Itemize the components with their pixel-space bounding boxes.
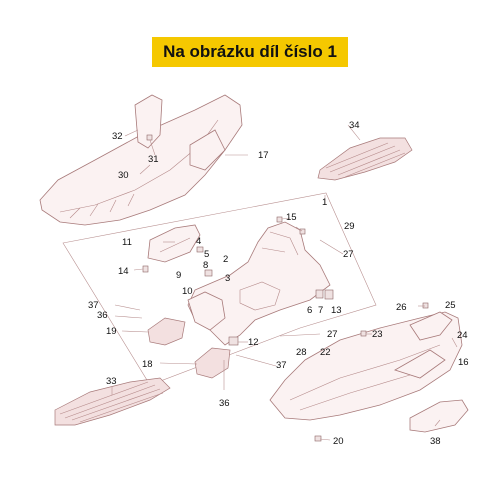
callout-1: 1: [322, 197, 327, 208]
callout-6: 6: [307, 305, 312, 316]
part-26-nut[interactable]: [422, 302, 429, 309]
callout-3: 3: [225, 273, 230, 284]
callout-12: 12: [248, 337, 259, 348]
callout-17: 17: [258, 150, 269, 161]
callout-36b: 36: [219, 398, 230, 409]
part-11-pad[interactable]: [147, 224, 201, 263]
callout-23: 23: [372, 329, 383, 340]
part-14-screw[interactable]: [142, 265, 149, 273]
callout-30: 30: [118, 170, 129, 181]
callout-27b: 27: [327, 329, 338, 340]
callout-9: 9: [176, 270, 181, 281]
part-8-clip[interactable]: [204, 269, 213, 277]
callout-15: 15: [286, 212, 297, 223]
callout-37b: 37: [276, 360, 287, 371]
callout-8: 8: [203, 260, 208, 271]
part-18-grip-pad[interactable]: [194, 347, 231, 379]
part-17-front-shield[interactable]: [39, 94, 243, 226]
part-29-clip[interactable]: [299, 228, 306, 235]
part-23-clip[interactable]: [360, 330, 367, 337]
callout-4: 4: [196, 236, 201, 247]
leader-lines: [111, 124, 458, 441]
callout-13: 13: [331, 305, 342, 316]
part-19-grip-pad[interactable]: [147, 317, 186, 346]
callout-11: 11: [122, 237, 132, 248]
callout-2: 2: [223, 254, 228, 265]
callout-18: 18: [142, 359, 153, 370]
callout-37: 37: [88, 300, 99, 311]
part-6-bracket[interactable]: [315, 289, 324, 299]
part-34-mat-right[interactable]: [317, 137, 413, 181]
callout-38: 38: [430, 436, 441, 447]
callout-31: 31: [148, 154, 159, 165]
banner-title: Na obrázku díl číslo 1: [163, 42, 337, 61]
callout-7: 7: [318, 305, 323, 316]
part-31-clip[interactable]: [146, 134, 153, 141]
callout-36: 36: [97, 310, 108, 321]
callout-26: 26: [396, 302, 407, 313]
callout-34: 34: [349, 120, 360, 131]
callout-32: 32: [112, 131, 123, 142]
part-20-clip[interactable]: [314, 435, 322, 442]
callout-10: 10: [182, 286, 193, 297]
part-38-cover[interactable]: [409, 399, 469, 433]
callout-19: 19: [106, 326, 117, 337]
part-33-mat-left[interactable]: [54, 377, 171, 426]
callout-20: 20: [333, 436, 344, 447]
callout-labels: 32 31 30 17 34 1 15 29 11 4 5 27 2 14 9 …: [88, 120, 469, 447]
callout-33: 33: [106, 376, 117, 387]
callout-25: 25: [445, 300, 456, 311]
callout-24: 24: [457, 330, 468, 341]
part-32-plate[interactable]: [134, 94, 163, 149]
part-13-bracket[interactable]: [324, 289, 334, 300]
callout-16: 16: [458, 357, 469, 368]
part-1-floor-panel[interactable]: [187, 221, 331, 346]
callout-22: 22: [320, 347, 331, 358]
callout-29: 29: [344, 221, 355, 232]
callout-5: 5: [204, 249, 209, 260]
part-15-screw[interactable]: [276, 216, 283, 223]
callout-27: 27: [343, 249, 354, 260]
callout-14: 14: [118, 266, 129, 277]
part-16-lower-body[interactable]: [269, 311, 463, 421]
assembly-frame: [62, 192, 377, 386]
part-12-bracket[interactable]: [228, 336, 239, 346]
part-5-clip[interactable]: [196, 246, 204, 253]
callout-28: 28: [296, 347, 307, 358]
title-banner: Na obrázku díl číslo 1: [152, 37, 348, 67]
